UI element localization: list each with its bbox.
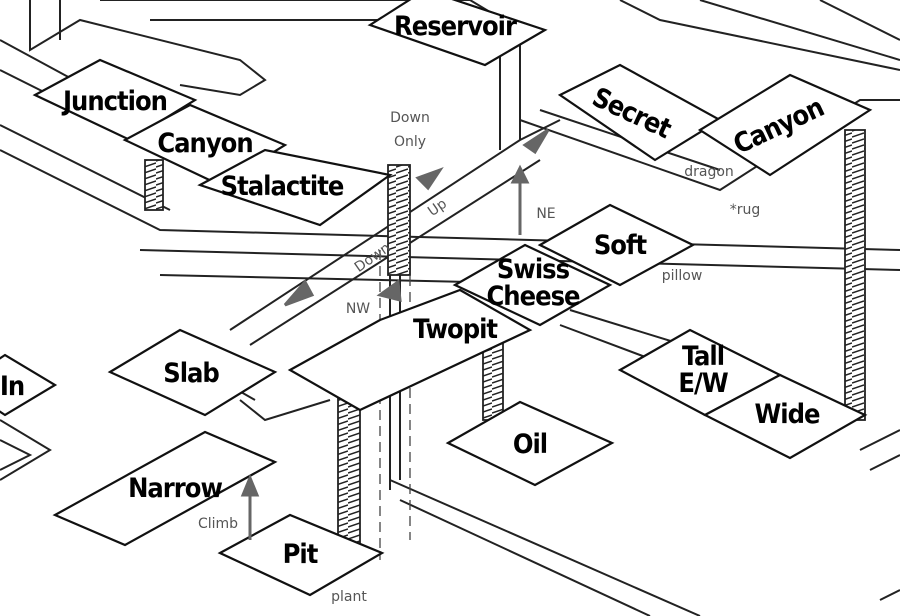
nw-arrow-icon [376,279,402,302]
up-arrow-icon [415,167,444,191]
room-label: Junction [61,86,167,117]
room-stalactite: Stalactite [197,148,393,227]
room-label: Wide [755,399,821,430]
room-label: Swiss [497,254,570,285]
room-label: Slab [163,358,219,389]
up-arrow-icon [522,128,550,155]
room-label: Reservoir [394,11,517,42]
room-label: Cheese [486,281,580,312]
direction-arrows [240,128,550,540]
room-in: In [0,353,58,417]
item-plant: plant [331,589,367,605]
room-label: Pit [283,539,319,570]
annotation-down-only: Down [390,110,430,126]
room-oil: Oil [445,400,615,487]
shaft [144,159,164,211]
annotation-ne: NE [536,206,555,222]
shaft [844,129,866,421]
room-label: Soft [594,230,648,261]
room-label: Canyon [157,128,252,159]
shaft [387,164,411,276]
room-soft: Soft [537,203,696,287]
shaft [482,339,504,421]
down-arrow-icon [283,279,315,307]
annotation-nw: NW [346,301,370,317]
room-twopit: Twopit [287,288,533,412]
annotation-climb: Climb [198,516,238,532]
room-junction: Junction [32,58,198,142]
annotation-down-only: Only [394,134,426,150]
room-label: Twopit [413,314,498,345]
room-reservoir: Reservoir [367,0,548,67]
ne-arrow-icon [510,164,530,184]
item-pillow: pillow [662,268,703,284]
room-narrow: Narrow [52,430,278,547]
item-rug: *rug [730,202,761,218]
room-label: Oil [513,429,547,460]
room-label: Tall [682,341,724,372]
room-label: Stalactite [221,171,344,202]
room-label: E/W [678,368,728,399]
room-label: In [0,371,24,402]
room-slab: Slab [107,328,278,417]
room-pit: Pit [217,513,385,597]
room-tall-ew: Tall E/W [617,328,783,417]
shaft [337,394,361,546]
room-swiss-cheese: Swiss Cheese [452,243,613,327]
item-dragon: dragon [684,164,734,180]
room-secret: Secret [557,63,723,162]
climb-arrow-icon [240,474,260,497]
room-wide: Wide [702,373,868,460]
room-label: Narrow [128,473,222,504]
